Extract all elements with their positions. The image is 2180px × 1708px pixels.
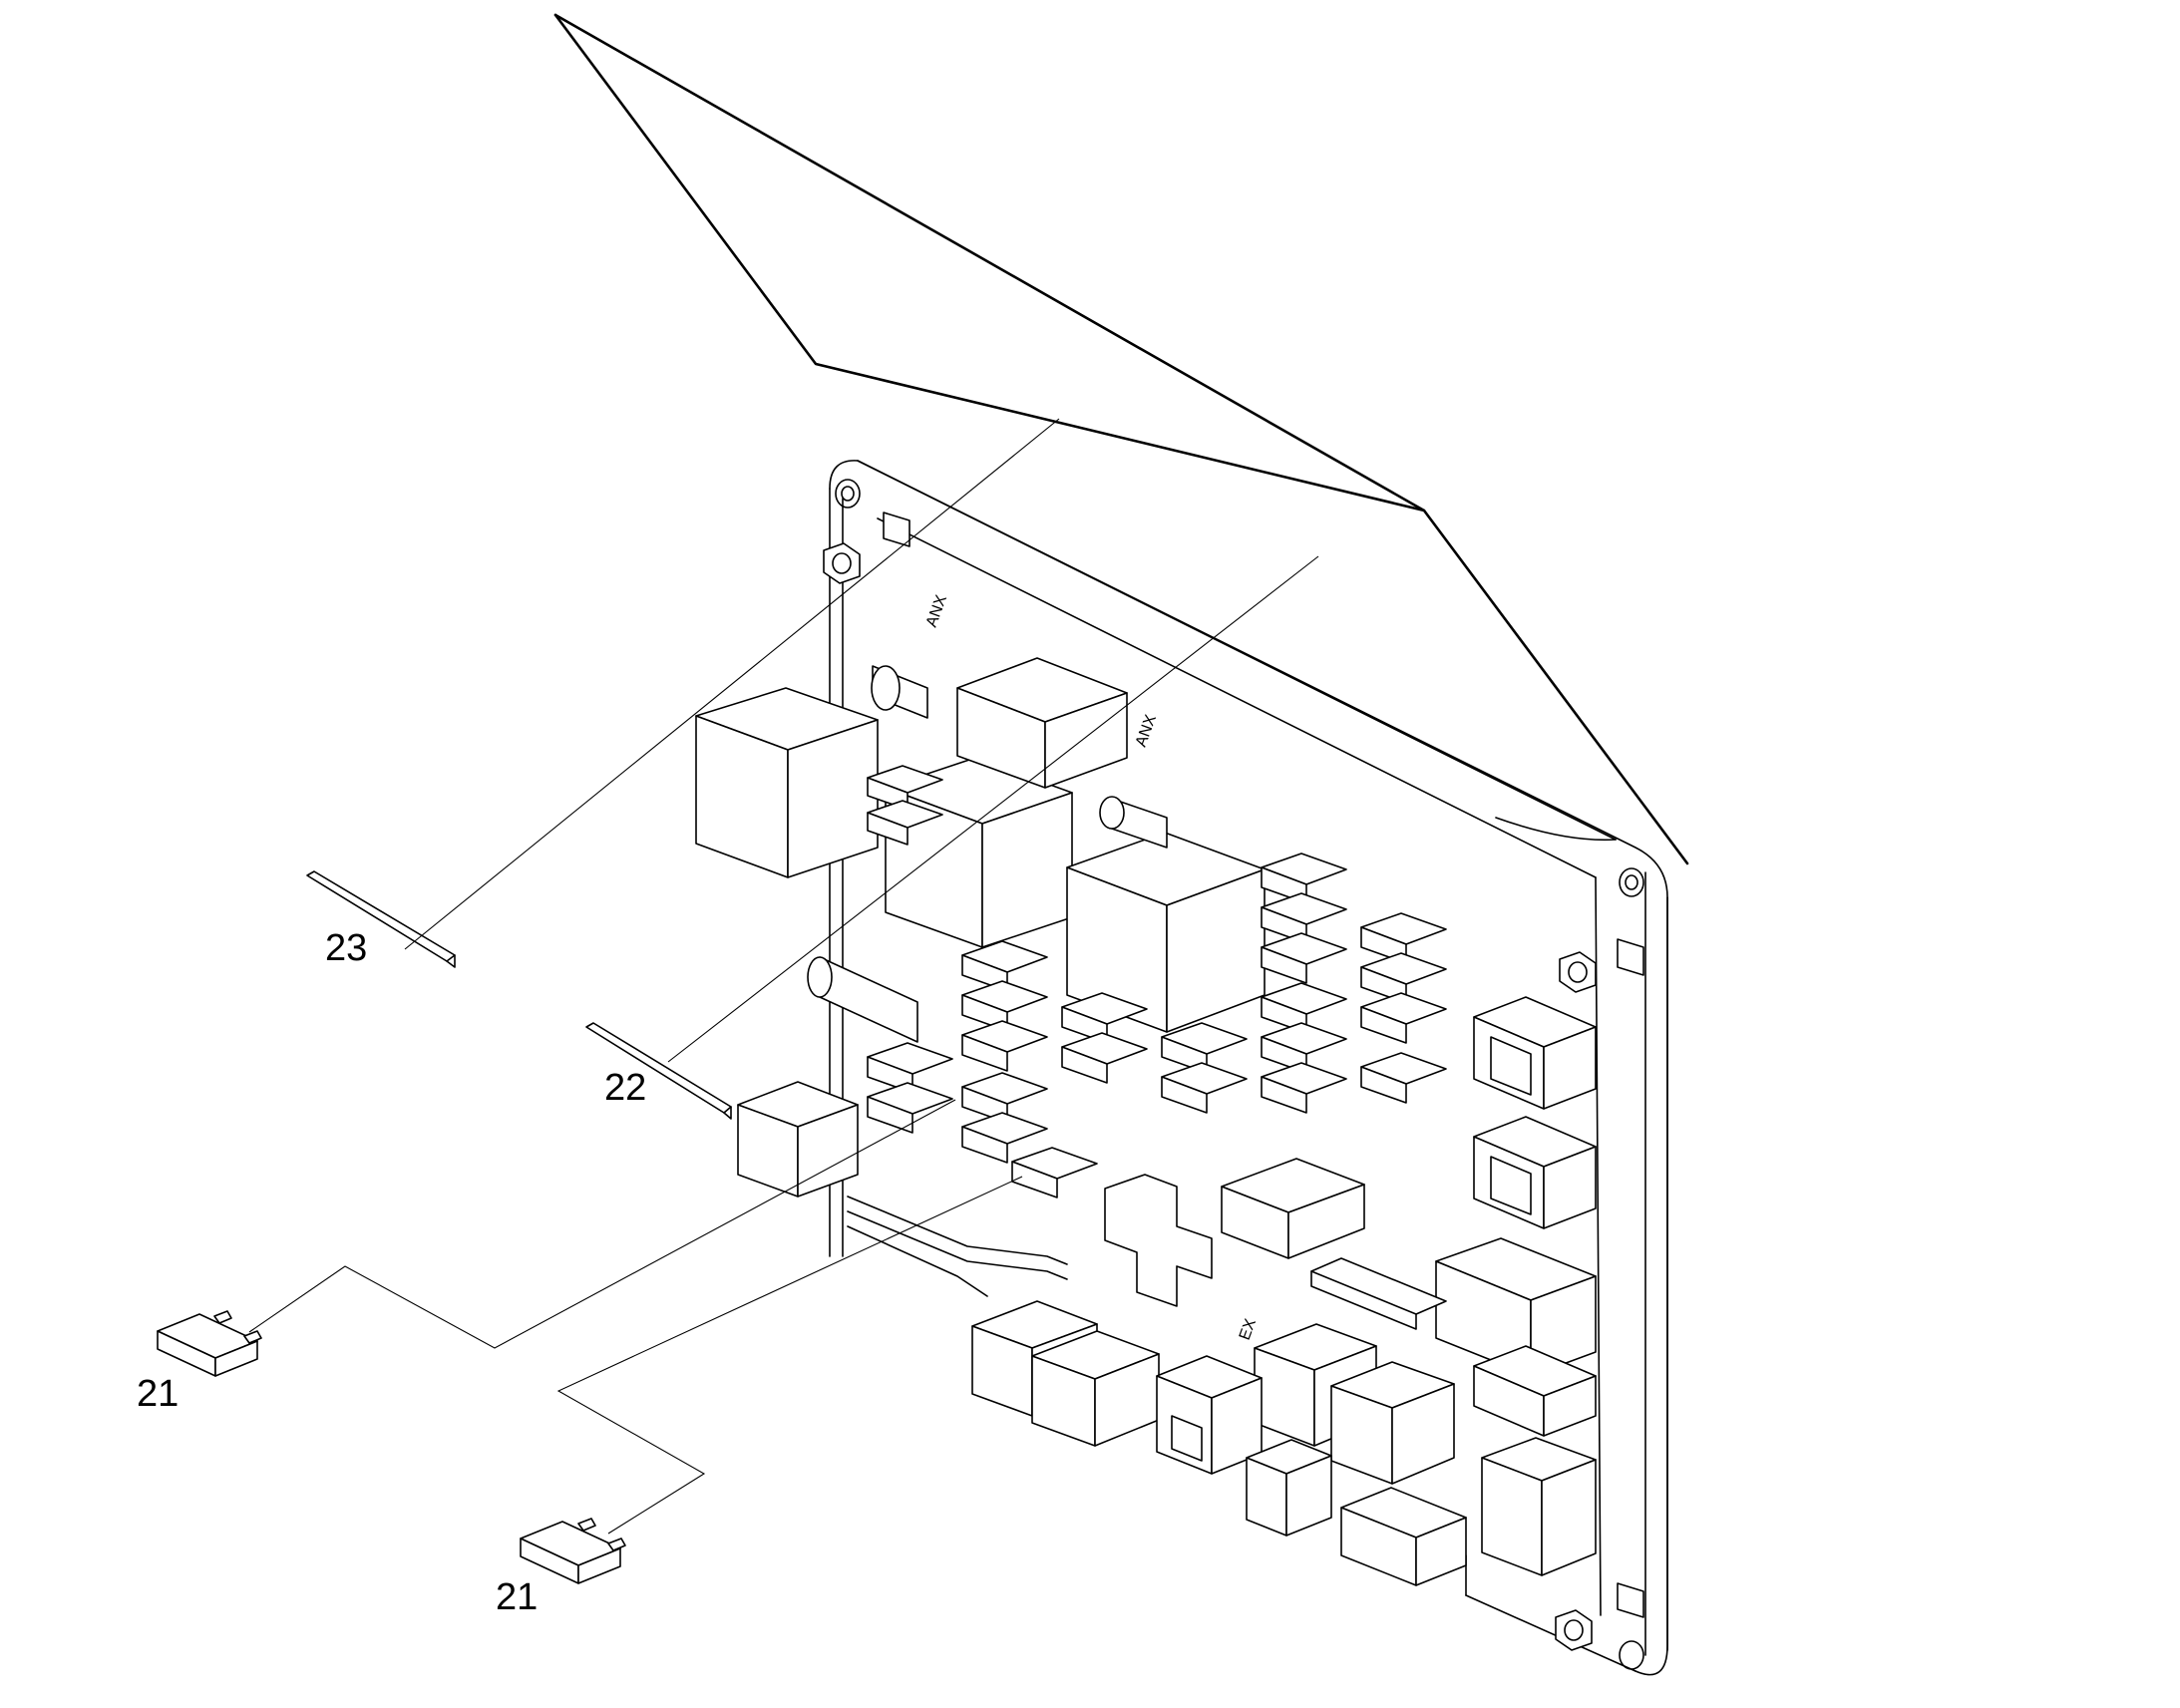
relay-center-right — [1066, 832, 1266, 1033]
relay-bottom-center — [1221, 1158, 1365, 1259]
relay-small-left — [737, 1081, 859, 1197]
standoff-right-lower — [1617, 1582, 1644, 1618]
relay-bottom-right — [1481, 1437, 1597, 1576]
leader-23 — [404, 418, 1060, 950]
callout-23: 23 — [325, 927, 367, 969]
leader-lines — [248, 418, 1319, 1535]
connector-housing-right-2 — [1473, 1116, 1597, 1229]
leader-21-upper — [248, 1099, 956, 1349]
connector-housing-right-1 — [1473, 996, 1597, 1110]
connector-housing-right-3 — [1473, 1345, 1597, 1437]
nut-right-upper — [1559, 951, 1597, 993]
cylinder-component-left — [807, 956, 918, 1043]
cylinder-component-right — [1099, 796, 1168, 849]
relay-bottom-mid-2 — [1330, 1361, 1455, 1485]
standoff-top-left — [883, 512, 910, 547]
relay-center-left — [885, 757, 1073, 948]
blade-fuse-lower — [520, 1518, 626, 1584]
callout-21-upper: 21 — [137, 1373, 179, 1415]
connector-housing-bottom-3 — [1340, 1487, 1467, 1586]
board-marking-3: EX — [1237, 1316, 1260, 1342]
relay-center-top — [956, 657, 1128, 789]
board-marking-1: ANX — [923, 592, 950, 629]
bus-strip-right — [1310, 1257, 1447, 1330]
leader-21-lower — [556, 1176, 1023, 1535]
standoff-right-upper — [1617, 938, 1644, 976]
label-strip-22 — [585, 1022, 732, 1120]
leader-22 — [667, 555, 1319, 1063]
cylinder-component-top — [871, 665, 928, 719]
blade-fuse-upper — [157, 1310, 262, 1377]
nut-top-left — [823, 542, 861, 584]
corner-hole-bottom-right — [1619, 1640, 1644, 1670]
corner-hole-top-left — [835, 479, 861, 509]
relay-right-tall — [1435, 1237, 1597, 1377]
fuse-socket-array — [867, 765, 1447, 1198]
relay-large-left — [695, 687, 879, 878]
board-marking-2: ANX — [1133, 712, 1160, 749]
nut-right-lower — [1555, 1609, 1593, 1651]
connector-housing-bottom-1 — [1156, 1355, 1263, 1475]
cross-bracket — [1104, 1174, 1213, 1307]
cover-plate — [553, 13, 1689, 865]
relay-bottom-left-2 — [1031, 1330, 1160, 1447]
callout-21-lower: 21 — [496, 1576, 538, 1618]
mounting-board — [829, 460, 1668, 1676]
connector-housing-bottom-2 — [1246, 1439, 1332, 1537]
corner-hole-right — [1619, 867, 1644, 897]
bus-strip-lower — [847, 1196, 1068, 1297]
callout-22: 22 — [604, 1067, 646, 1109]
